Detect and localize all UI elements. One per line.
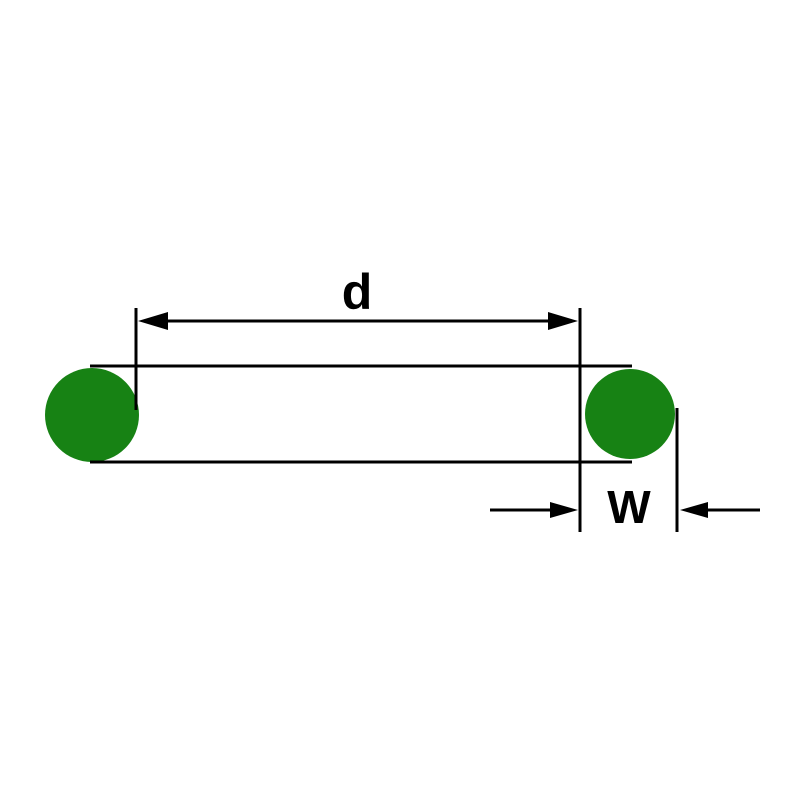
d-dimension: d (134, 264, 582, 532)
w-arrowhead-right (680, 502, 708, 518)
oring-cross-section-left (45, 368, 139, 462)
d-dimension-label: d (342, 264, 373, 320)
w-dimension-label: W (607, 481, 651, 533)
w-arrowhead-left (550, 502, 578, 518)
oring-body (45, 364, 675, 464)
oring-cross-section-right (585, 369, 675, 459)
d-arrowhead-left (138, 312, 168, 330)
d-arrowhead-right (548, 312, 578, 330)
w-dimension: W (490, 408, 760, 533)
